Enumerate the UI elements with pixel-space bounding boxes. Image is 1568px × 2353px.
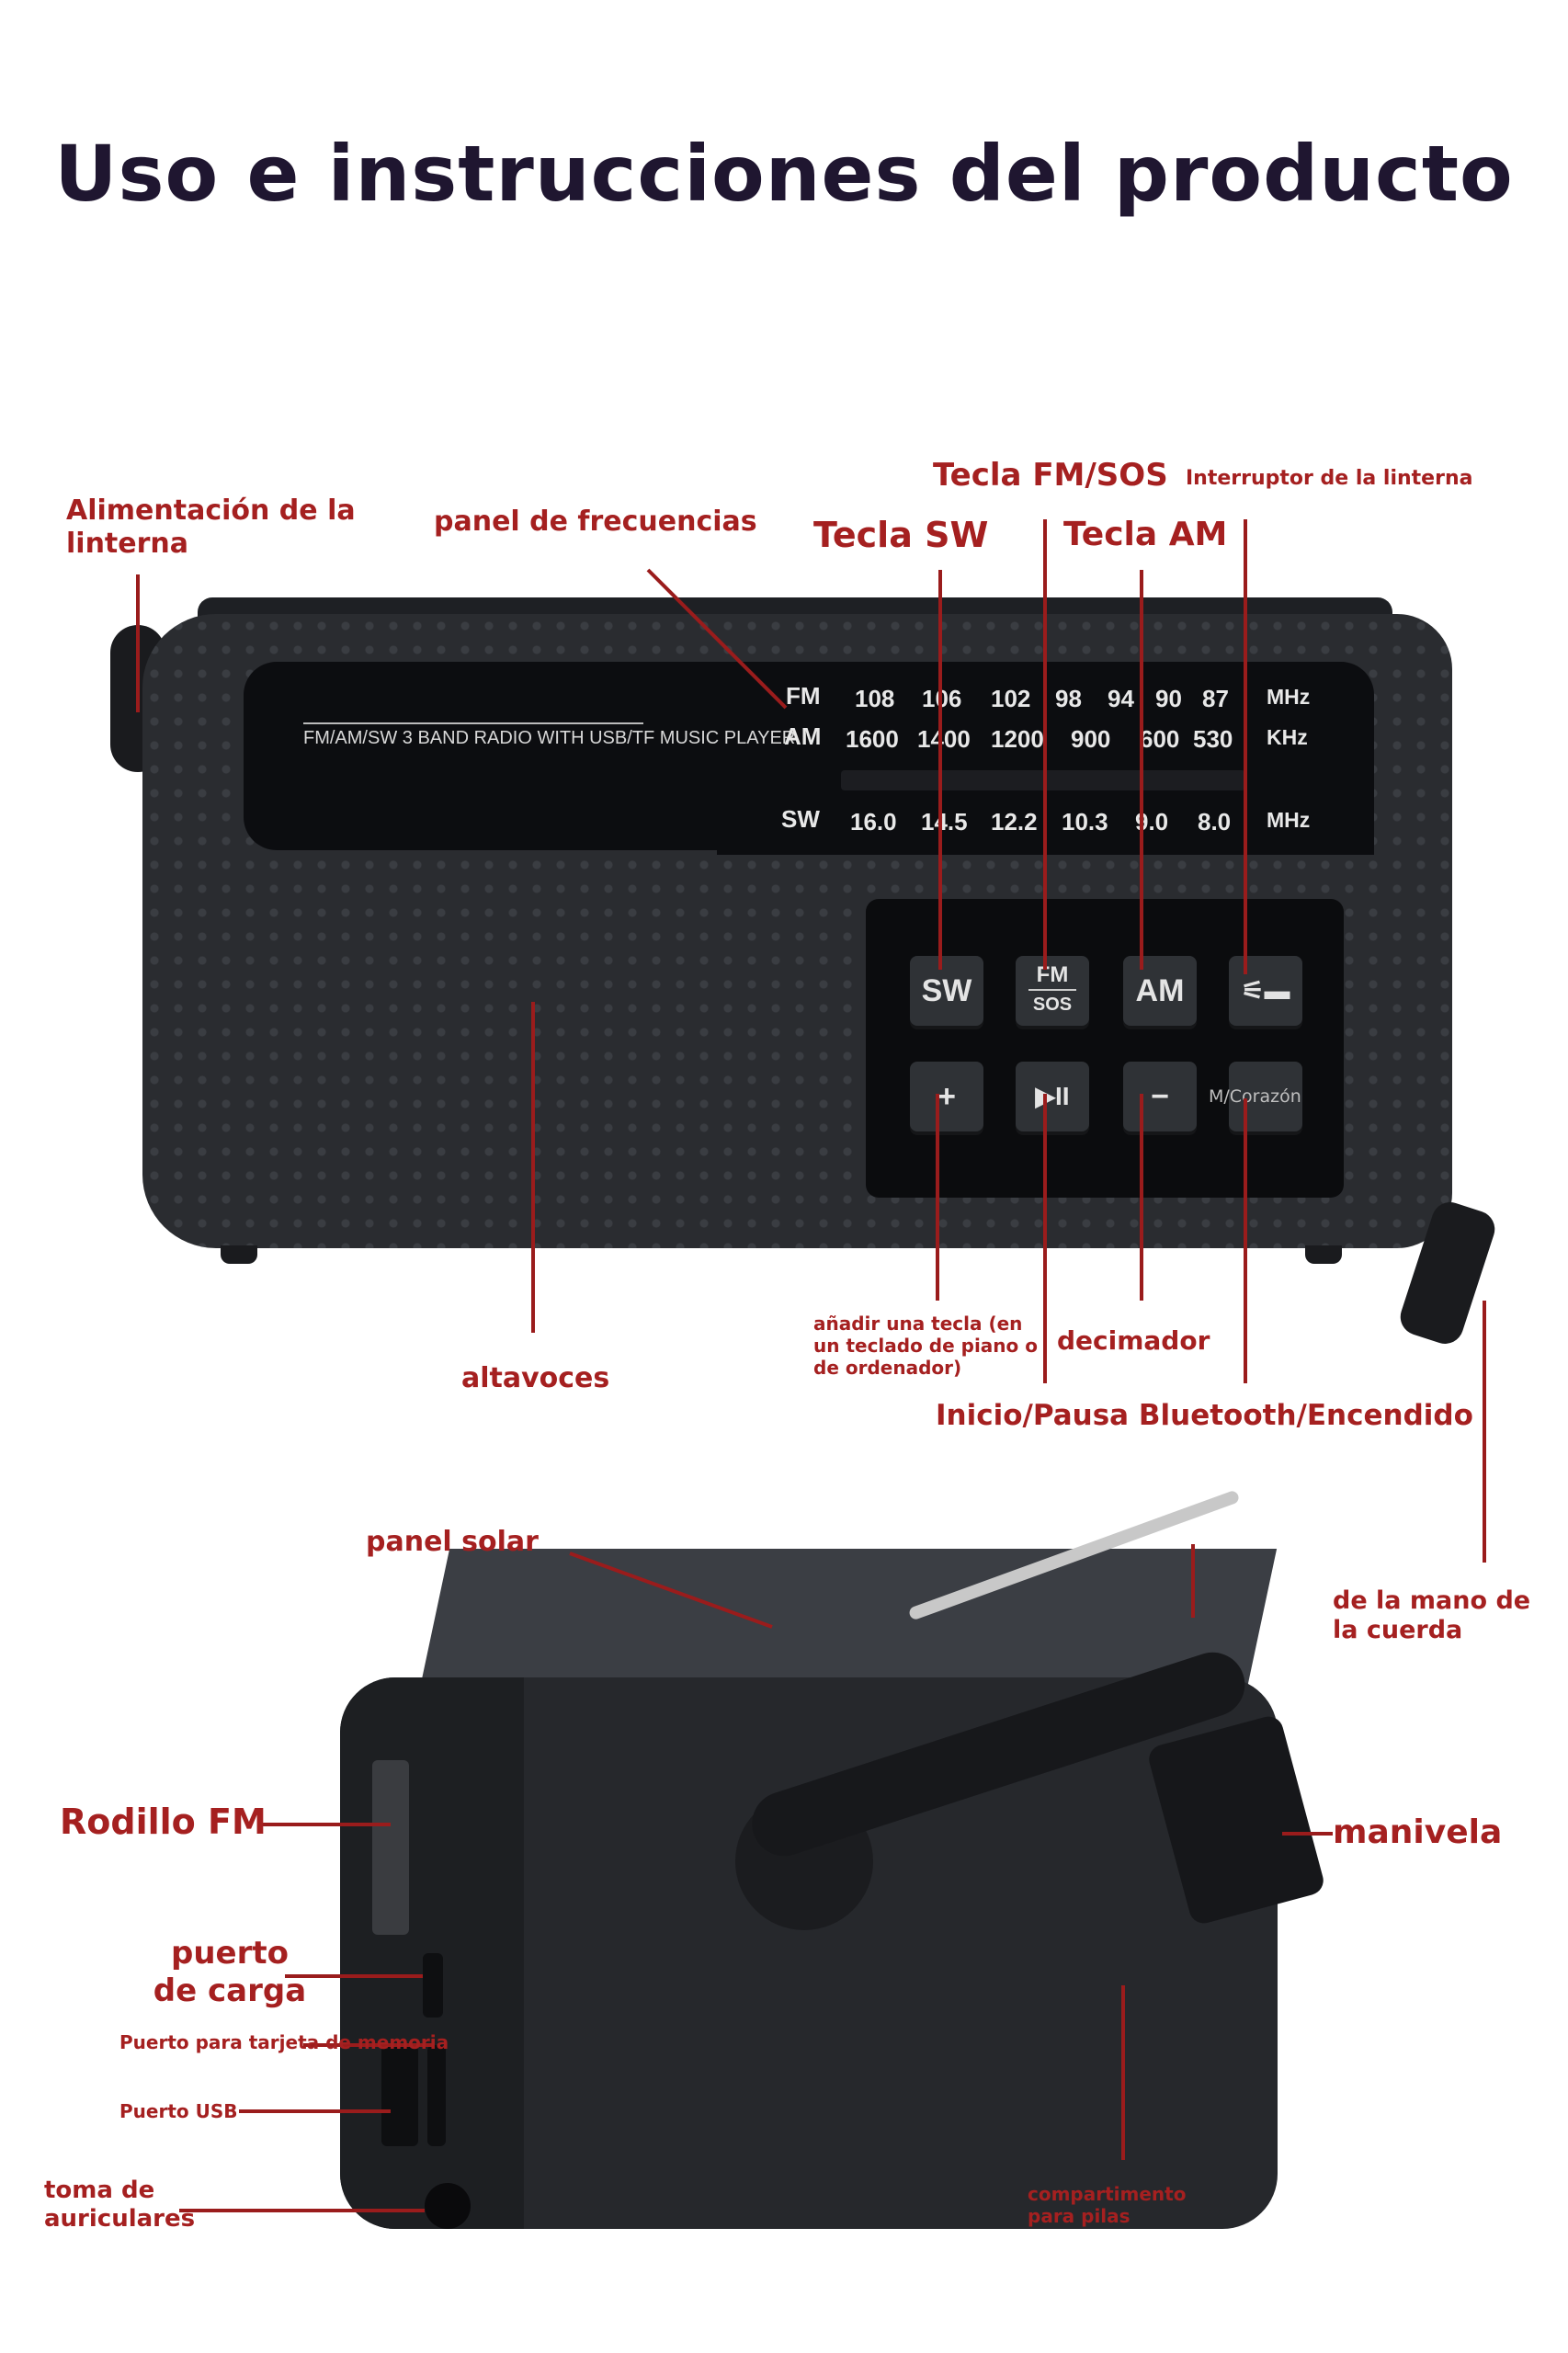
label-panel-frecuencias: panel de frecuencias (434, 506, 757, 538)
fm-scale-value: 102 (991, 685, 1031, 712)
sw-key[interactable]: SW (910, 956, 983, 1026)
minus-key[interactable]: − (1123, 1062, 1197, 1131)
flashlight-icon: ⚟▬ (1241, 976, 1290, 1005)
charging-port (423, 1953, 443, 2018)
label-altavoces: altavoces (461, 1362, 610, 1394)
am-scale-value: 1600 (846, 725, 899, 753)
fm-scale-value: 106 (922, 685, 962, 712)
label-compartimento: compartimento para pilas (1028, 2183, 1187, 2227)
m-heart-key[interactable] (1229, 1062, 1302, 1131)
fm-scale-value: 94 (1108, 685, 1134, 712)
usb-port (381, 2045, 418, 2146)
am-scale-value: 1200 (991, 725, 1044, 753)
plus-key[interactable]: + (910, 1062, 983, 1131)
am-unit: KHz (1267, 725, 1308, 749)
sw-scale-value: 8.0 (1198, 808, 1232, 835)
model-divider (303, 722, 643, 724)
am-scale-value: 600 (1140, 725, 1180, 753)
radio-foot-left (221, 1245, 257, 1264)
fm-scale-value: 90 (1155, 685, 1182, 712)
label-puerto-usb: Puerto USB (119, 2100, 238, 2122)
label-decimador: decimador (1057, 1325, 1210, 1356)
label-alimentacion: Alimentación de la linterna (66, 494, 356, 560)
flashlight-key[interactable]: ⚟▬ (1229, 956, 1302, 1026)
fm-band-label: FM (786, 682, 821, 710)
sw-unit: MHz (1267, 808, 1311, 832)
fm-scale-value: 87 (1202, 685, 1229, 712)
am-scale-value: 530 (1193, 725, 1233, 753)
sw-scale-value: 16.0 (850, 808, 897, 835)
play-pause-key[interactable]: ▶II (1016, 1062, 1089, 1131)
sw-scale-value: 12.2 (991, 808, 1038, 835)
am-key[interactable]: AM (1123, 956, 1197, 1026)
page-title: Uso e instrucciones del producto (54, 129, 1514, 219)
am-scale-value: 1400 (917, 725, 971, 753)
am-scale-value: 900 (1071, 725, 1111, 753)
fm-sos-key[interactable]: FM SOS (1016, 956, 1089, 1026)
m-heart-key-text: M/Corazón (1209, 1086, 1301, 1107)
sw-scale-value: 10.3 (1062, 808, 1108, 835)
headphone-jack (425, 2183, 471, 2229)
fm-scale-value: 108 (855, 685, 895, 712)
play-pause-icon: ▶II (1035, 1082, 1070, 1110)
label-tecla-am: Tecla AM (1063, 516, 1228, 553)
label-puerto-tarjeta: Puerto para tarjeta de memoria (119, 2031, 449, 2053)
radio-foot-right (1305, 1245, 1342, 1264)
label-mano-cuerda: de la mano de la cuerda (1333, 1586, 1531, 1645)
label-anadir-tecla: añadir una tecla (en un teclado de piano… (813, 1313, 1038, 1379)
card-slot (427, 2045, 446, 2146)
keypad (866, 899, 1344, 1198)
sw-scale-value: 9.0 (1135, 808, 1169, 835)
label-tecla-fm-sos: Tecla FM/SOS (933, 457, 1168, 494)
am-band-label: AM (784, 722, 822, 750)
tuning-track (841, 770, 1245, 790)
label-inicio-pausa: Inicio/Pausa Bluetooth/Encendido (936, 1399, 1473, 1432)
model-text: FM/AM/SW 3 BAND RADIO WITH USB/TF MUSIC … (303, 728, 796, 748)
label-toma-auriculares: toma de auriculares (44, 2177, 196, 2234)
label-manivela: manivela (1333, 1813, 1503, 1851)
label-panel-solar: panel solar (366, 1526, 539, 1558)
label-tecla-sw: Tecla SW (813, 515, 989, 555)
fm-key-text: FM (1028, 961, 1076, 991)
label-rodillo-fm: Rodillo FM (60, 1802, 267, 1842)
sos-key-text: SOS (1032, 995, 1073, 1015)
sw-band-label: SW (781, 805, 820, 833)
sw-scale-value: 14.5 (921, 808, 968, 835)
fm-scale-value: 98 (1055, 685, 1082, 712)
label-puerto-carga: puerto de carga (153, 1935, 307, 2009)
fm-roller (372, 1760, 409, 1935)
label-interruptor: Interruptor de la linterna (1186, 467, 1473, 490)
fm-unit: MHz (1267, 685, 1311, 709)
